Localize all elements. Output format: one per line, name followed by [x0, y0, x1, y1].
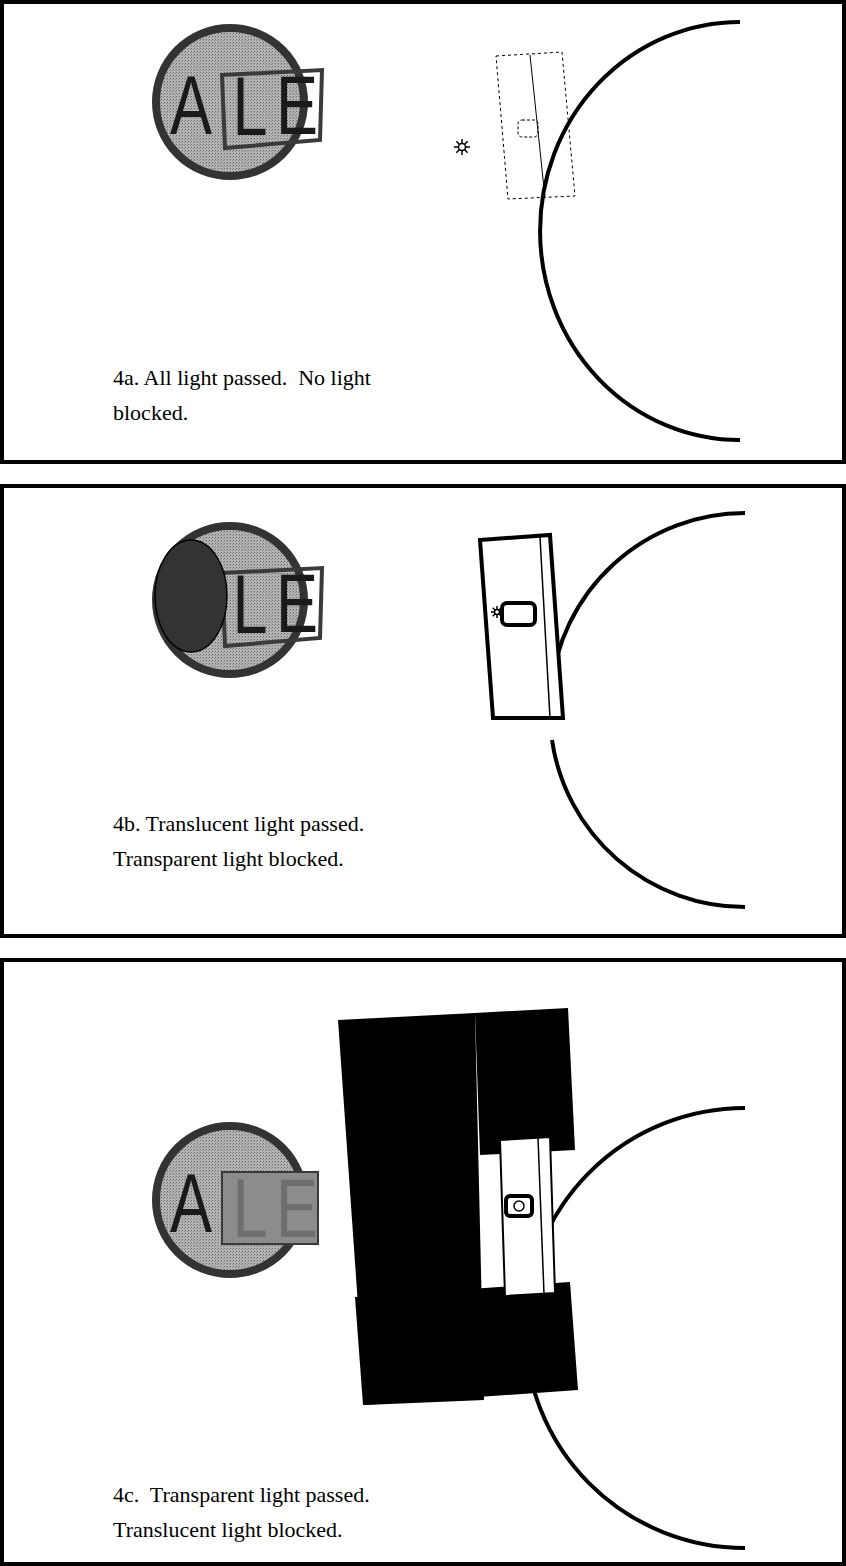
filter-outline — [500, 1137, 555, 1296]
filter-outline — [496, 52, 575, 199]
lens-circle: LE — [148, 518, 312, 682]
figure-caption: 4a. All light passed. No light blocked. — [113, 360, 378, 430]
lens-letter: E — [276, 1166, 318, 1250]
light-source — [491, 606, 503, 618]
filter-outline — [480, 535, 563, 718]
lens-letter: A — [170, 63, 212, 147]
panel-frame — [2, 960, 844, 1564]
lens-letter: L — [232, 64, 267, 148]
eye-outline — [551, 513, 745, 690]
lens-letter: E — [276, 63, 318, 147]
eye-outline — [540, 22, 740, 440]
eye-outline — [552, 740, 745, 907]
lens-letter: L — [232, 1166, 267, 1250]
light-source — [454, 139, 470, 155]
lens-letter: E — [276, 561, 318, 645]
panel-frame — [2, 2, 844, 462]
lens-letter: A — [170, 1161, 212, 1245]
figure-caption: 4c. Transparent light passed. Translucen… — [113, 1477, 433, 1547]
blocking-shield — [338, 1008, 578, 1405]
figure-caption: 4b. Translucent light passed. Transparen… — [113, 806, 413, 876]
lens-circle: ALE — [148, 20, 312, 184]
panel-frame — [2, 486, 844, 936]
lens-letter: L — [232, 562, 267, 646]
lens-circle: ALE — [148, 1118, 312, 1282]
